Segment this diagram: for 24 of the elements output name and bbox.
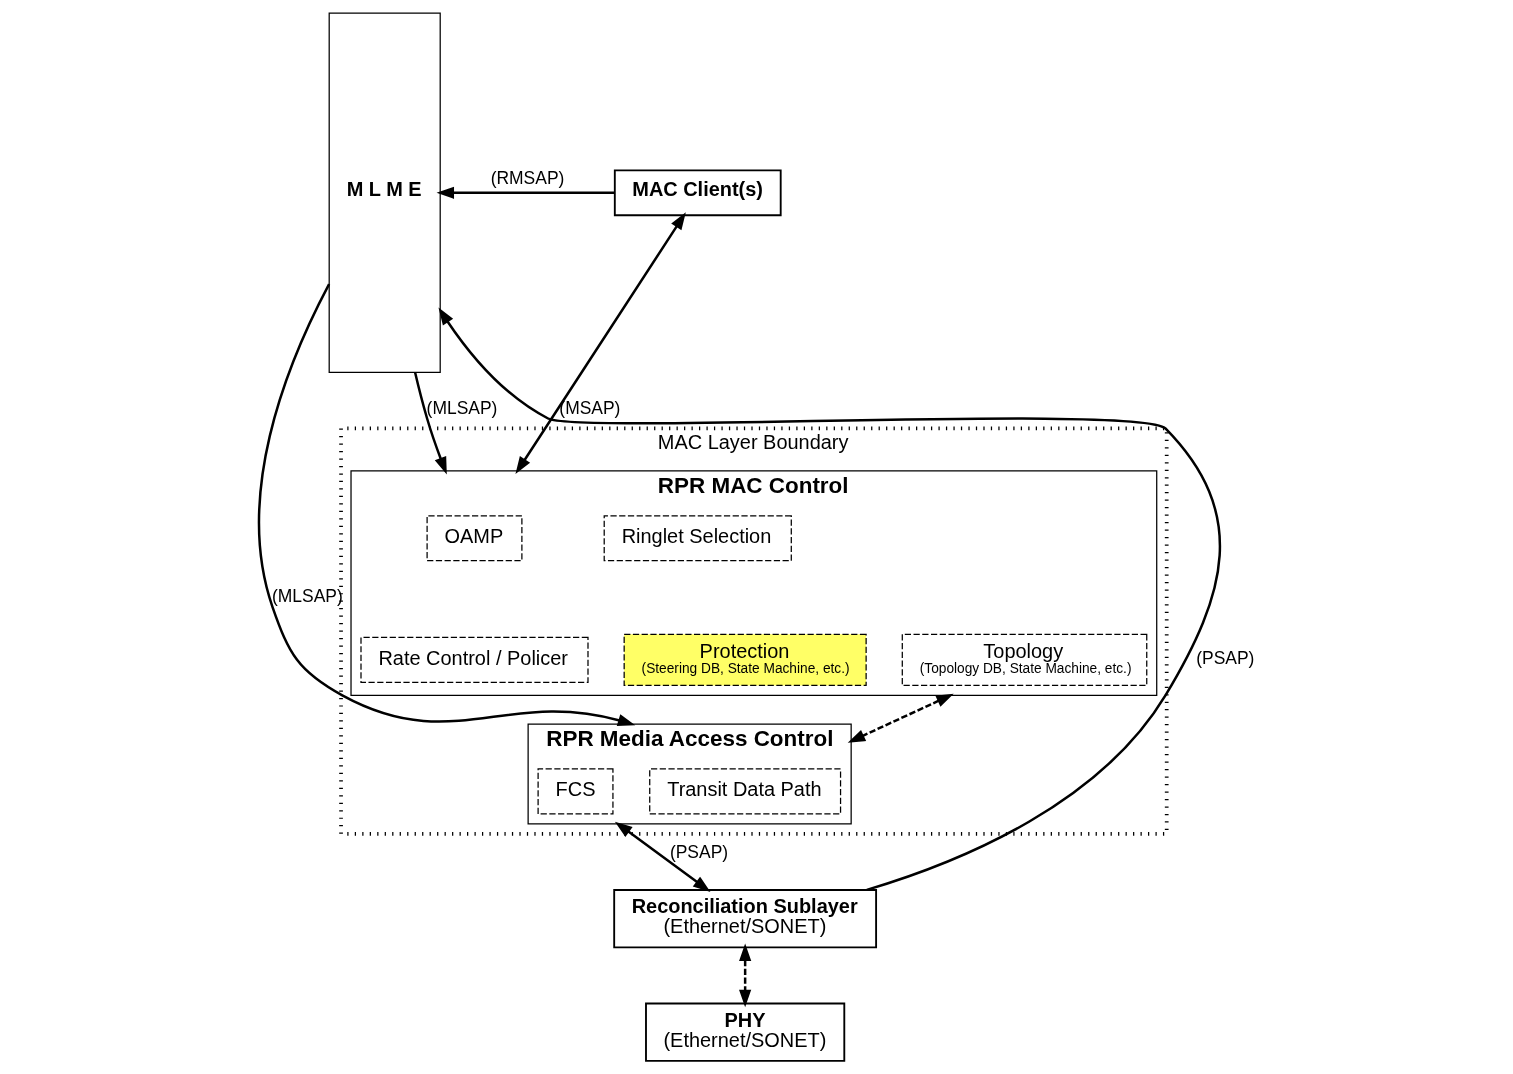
arrow [614,821,711,892]
node-box: PHY (Ethernet/SONET) [645,1002,846,1062]
edge-label: (MLSAP) [426,397,498,418]
arrow [413,372,447,475]
node-box: OAMP [426,515,523,562]
edge-label: (PSAP) [669,841,729,862]
node-box: Transit Data Path [649,768,842,815]
arrow [847,693,954,743]
node-box: Topology (Topology DB, State Machine, etc.) [901,633,1148,687]
node-box: MAC Client(s) [613,169,782,217]
node-box: Rate Control / Policer [360,636,589,683]
edge-label: (PSAP) [1196,648,1255,669]
node-box: Ringlet Selection [603,515,792,562]
arrow [739,943,752,1008]
edge-label: (RMSAP) [490,168,565,189]
arrow [257,283,636,726]
edge-label: (MSAP) [559,397,621,418]
node-box: Protection (Steering DB, State Machine, etc.) [623,633,867,687]
node-box: Reconciliation Sublayer (Ethernet/SONET) [613,889,878,949]
arrow [438,307,1221,892]
node-box: M L M E [328,12,441,373]
node-box: FCS [537,768,614,815]
arrow [515,212,686,475]
arrow [436,186,615,199]
